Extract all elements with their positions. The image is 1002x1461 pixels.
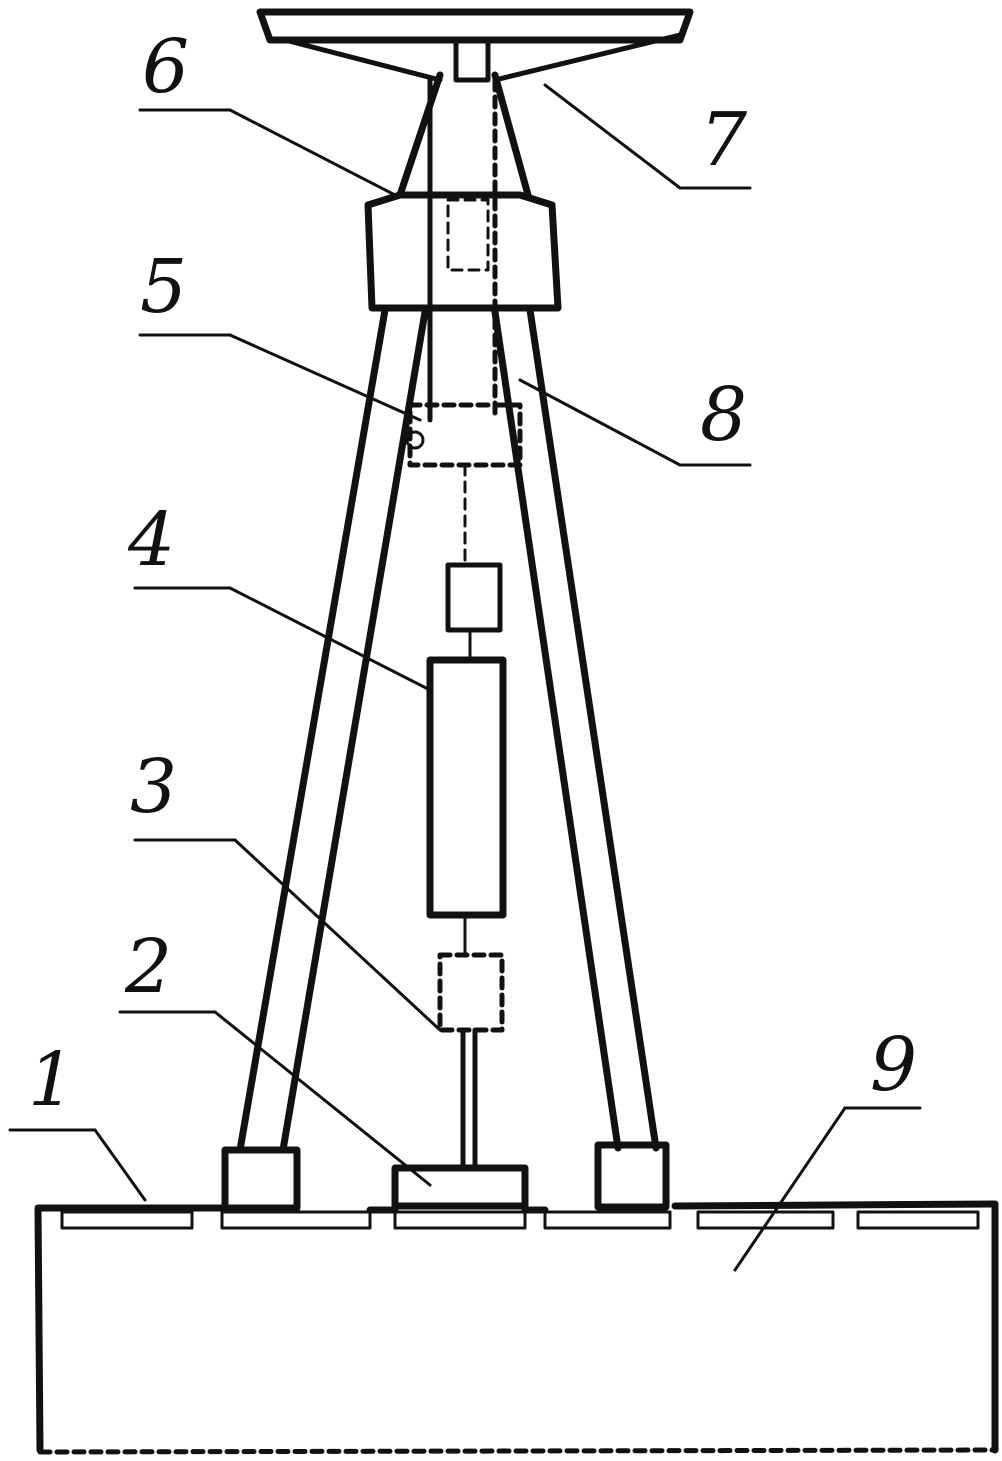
label-9: 9: [870, 1022, 917, 1108]
joint-block-5: [405, 402, 523, 468]
cylinder-4: [426, 656, 507, 919]
lower-coupling-3: [437, 913, 505, 1171]
label-2: 2: [124, 924, 172, 1010]
label-8: 8: [700, 372, 747, 458]
label-4: 4: [127, 497, 175, 583]
label-7: 7: [700, 97, 747, 183]
label-6: 6: [142, 24, 189, 110]
upper-housing: [364, 191, 562, 312]
upper-coupling: [445, 463, 503, 662]
right-leg-8: [491, 306, 660, 1152]
center-support-2: [391, 1164, 529, 1210]
left-foot: [221, 1146, 301, 1212]
top-platform: [256, 8, 694, 44]
left-leg: [236, 306, 429, 1154]
label-1: 1: [28, 1037, 75, 1123]
base-plate: [34, 1200, 999, 1455]
base-slots: [60, 1210, 980, 1230]
top-arms: [282, 32, 683, 199]
right-foot: [594, 1141, 670, 1211]
central-shaft: [427, 37, 498, 423]
leader-lines: [8, 83, 922, 1272]
label-5: 5: [140, 244, 187, 330]
label-3: 3: [130, 744, 177, 830]
